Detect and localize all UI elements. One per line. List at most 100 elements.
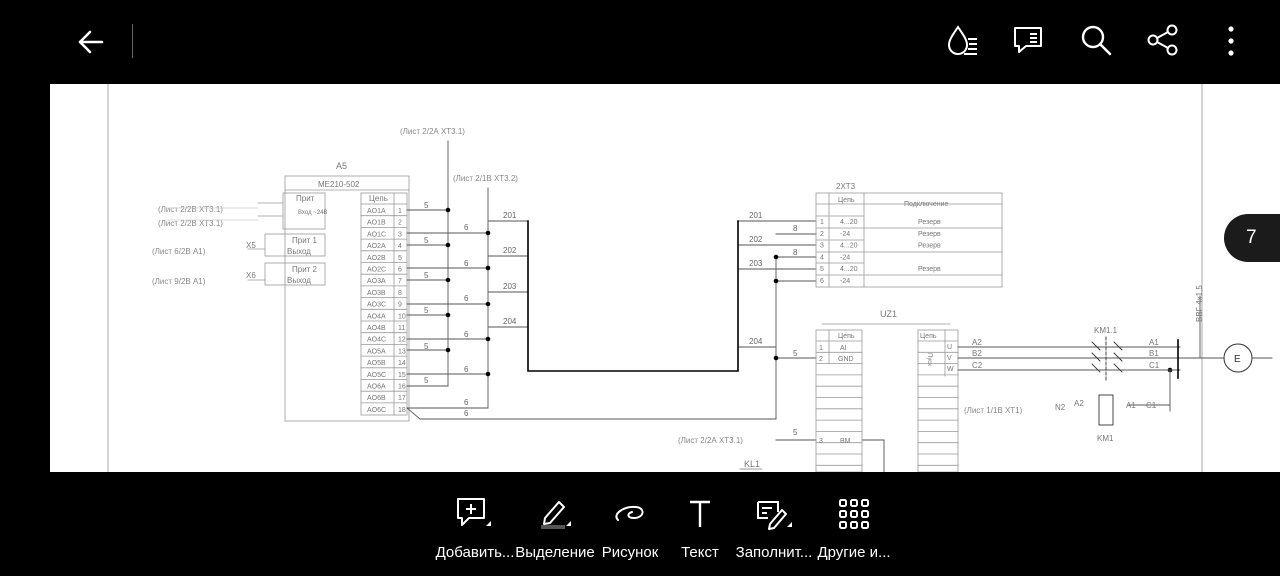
terminal-circuit: 4...20 — [840, 219, 858, 226]
search-button[interactable] — [1078, 22, 1114, 58]
share-button[interactable] — [1145, 22, 1181, 58]
wire-label: 5 — [793, 428, 798, 437]
fill-sign-icon — [757, 501, 792, 530]
device-head: Цепь — [838, 333, 855, 340]
wire-label: 203 — [503, 282, 517, 291]
document-page[interactable]: (Лист 2/2А XT3.1) (Лист 2/1В XT3.2) (Лис… — [50, 84, 1280, 472]
wire-label: 5 — [424, 376, 429, 385]
wire-label: 5 — [424, 236, 429, 245]
module-row: Прит 1 — [292, 236, 318, 245]
more-icon — [1228, 26, 1234, 56]
terminal-desc: Резерв — [918, 266, 941, 273]
terminal-cell: AO1B — [367, 220, 386, 227]
wire-label: 5 — [424, 342, 429, 351]
phase-label: A2 — [972, 338, 982, 347]
terminal-cell: AO2C — [367, 267, 386, 274]
back-button[interactable] — [70, 24, 114, 60]
wire-label: 8 — [793, 248, 798, 257]
terminal-block-label: 2XT3 — [836, 182, 856, 191]
top-toolbar — [50, 0, 1280, 82]
tool-label: Заполнит... — [735, 544, 813, 561]
module-row: Прит — [296, 194, 315, 203]
terminal-cell: AO5C — [367, 372, 386, 379]
wire-label: 6 — [464, 330, 469, 339]
wire-label: 6 — [464, 409, 469, 418]
ref-label: (Лист 6/2В А1) — [152, 247, 206, 256]
text-tool[interactable]: Текст — [676, 496, 724, 566]
wire-label: 5 — [424, 271, 429, 280]
page-indicator[interactable]: 7 — [1224, 214, 1280, 262]
terminal-cell: AO1A — [367, 208, 386, 215]
wire-label: 6 — [464, 294, 469, 303]
wire-label: 204 — [749, 337, 763, 346]
terminal-cell: AO3B — [367, 290, 386, 297]
terminal-num: 6 — [398, 267, 402, 274]
more-options-button[interactable] — [1213, 22, 1249, 58]
terminal-cell: AO3A — [367, 278, 386, 285]
more-tools[interactable]: Другие и... — [814, 496, 894, 566]
wire-label: 5 — [793, 349, 798, 358]
terminal-num: 11 — [398, 325, 405, 332]
highlight-tool[interactable]: Выделение — [514, 496, 596, 566]
contactor-out: B1 — [1149, 349, 1159, 358]
device-pin-num: 3 — [819, 438, 823, 445]
terminal-num: 16 — [398, 384, 406, 391]
ref-label: (Лист 1/1В XT1) — [964, 406, 1023, 415]
wire-label: 6 — [464, 398, 469, 407]
bottom-toolbar: Добавить... Выделение Рисунок Текст — [0, 472, 1280, 576]
toolbar-divider — [132, 24, 133, 58]
contactor-out: A1 — [1149, 338, 1159, 347]
ref-label: (Лист 9/2В А1) — [152, 277, 206, 286]
tool-label: Текст — [681, 544, 719, 561]
terminal-cell: AO5A — [367, 348, 386, 355]
terminal-cell: AO6A — [367, 384, 386, 391]
wire-label: 202 — [503, 246, 517, 255]
add-comment-tool[interactable]: Добавить... — [434, 496, 516, 566]
terminal-num: 2 — [820, 231, 824, 238]
device-pin-num: 2 — [819, 356, 823, 363]
fill-sign-tool[interactable]: Заполнит... — [734, 496, 814, 566]
wire-label: 6 — [464, 223, 469, 232]
coil-label: KM1 — [1097, 434, 1114, 443]
terminal-num: 8 — [398, 290, 402, 297]
terminal-num: 5 — [398, 255, 402, 262]
draw-tool[interactable]: Рисунок — [598, 496, 662, 566]
terminal-num: 10 — [398, 313, 406, 320]
terminal-circuit: -24 — [840, 231, 850, 238]
ref-label: (Лист 2/2А XT3.1) — [678, 436, 743, 445]
terminal-desc: Резерв — [918, 231, 941, 238]
page-number: 7 — [1246, 227, 1257, 248]
reading-mode-button[interactable] — [944, 22, 980, 58]
device-pin: W — [947, 366, 954, 373]
terminal-cell: AO2B — [367, 255, 386, 262]
terminal-num: 15 — [398, 372, 406, 379]
wire-label: 6 — [464, 259, 469, 268]
schematic-drawing: (Лист 2/2А XT3.1) (Лист 2/1В XT3.2) (Лис… — [107, 84, 1273, 472]
terminal-num: 17 — [398, 395, 406, 402]
terminal-cell: AO1C — [367, 231, 386, 238]
terminal-num: 3 — [820, 243, 824, 250]
reading-mode-icon — [947, 25, 977, 55]
terminal-num: 1 — [398, 208, 402, 215]
ref-label: (Лист 2/2В XT3.1) — [158, 205, 223, 214]
add-comment-icon — [457, 498, 491, 526]
terminal-num: 12 — [398, 337, 406, 344]
comments-button[interactable] — [1010, 22, 1046, 58]
terminal-cell: AO4B — [367, 325, 386, 332]
device-head: Цепь — [920, 333, 937, 340]
device-pin-num: 1 — [819, 345, 823, 352]
coil-pin: C1 — [1146, 401, 1157, 410]
terminal-num: 7 — [398, 278, 402, 285]
terminal-cell: AO3C — [367, 302, 386, 309]
device-pin: BM — [840, 438, 851, 445]
tool-label: Выделение — [515, 544, 595, 561]
motor-symbol — [1223, 343, 1253, 373]
phase-label: B2 — [972, 349, 982, 358]
terminal-cell: AO6C — [367, 407, 386, 414]
terminal-circuit: -24 — [840, 278, 850, 285]
comments-icon — [1014, 27, 1042, 53]
terminal-desc: Резерв — [918, 243, 941, 250]
cable-label: ВВГ 4х1,5 — [1195, 285, 1204, 322]
terminal-num: 3 — [398, 231, 402, 238]
